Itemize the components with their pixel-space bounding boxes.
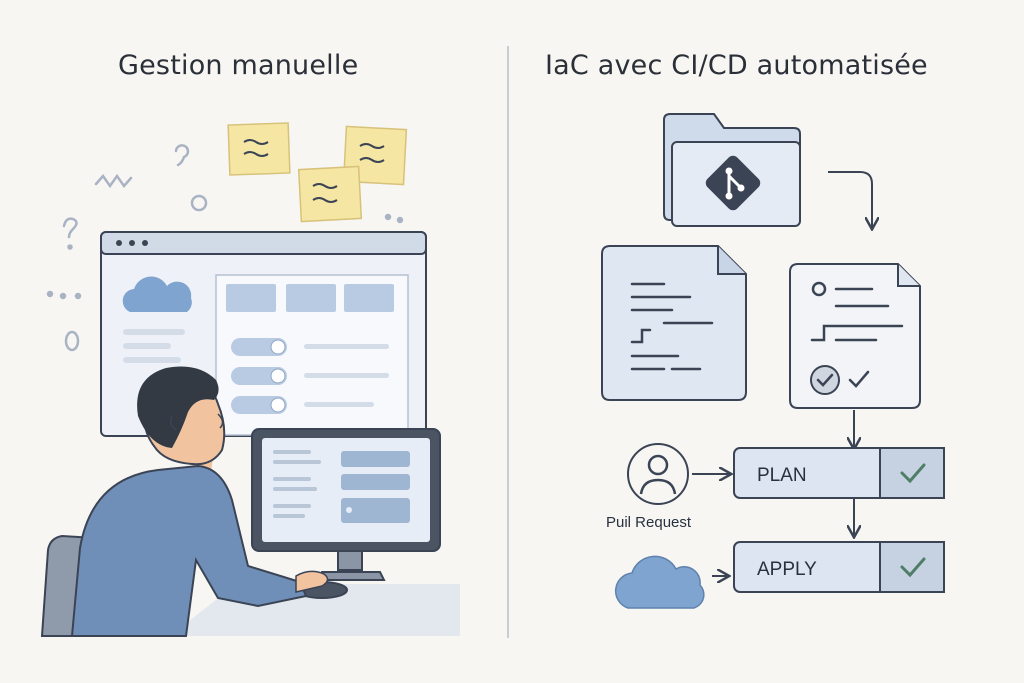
check-icon (900, 557, 926, 578)
toggle-switch (231, 338, 287, 356)
plan-step-label: PLAN (757, 465, 807, 486)
cloud-icon (614, 555, 705, 609)
console-tile (226, 284, 276, 312)
panel-divider (507, 46, 509, 638)
dot-doodle (46, 290, 54, 298)
git-repository-folder (663, 113, 801, 227)
console-tile (286, 284, 336, 312)
flow-arrow (828, 171, 872, 228)
user-avatar-icon (627, 443, 689, 505)
monitor (251, 428, 441, 581)
git-branch-icon (705, 155, 761, 211)
sticky-note (227, 122, 291, 176)
check-icon (900, 463, 926, 484)
pull-request-label: Puil Request (606, 514, 692, 531)
pipeline-step-apply: APPLY (733, 541, 945, 593)
code-file-icon (601, 245, 747, 401)
question-doodle (62, 217, 78, 239)
right-panel-title: IaC avec CI/CD automatisée (545, 50, 928, 81)
validation-file-icon (789, 263, 921, 409)
person (70, 366, 329, 637)
toggle-switch (231, 367, 287, 385)
left-panel-title: Gestion manuelle (118, 50, 359, 81)
squiggle-doodle (94, 173, 133, 189)
apply-step-label: APPLY (757, 559, 817, 580)
check-icon (848, 370, 870, 388)
cloud-icon (122, 276, 192, 312)
zero-doodle (64, 330, 80, 352)
small-circle-doodle (190, 194, 208, 212)
pipeline-step-plan: PLAN (733, 447, 945, 499)
doodles (46, 144, 404, 352)
sticky-note (297, 165, 363, 223)
manual-management-illustration (40, 122, 460, 637)
toggle-switch (231, 396, 287, 414)
spiral-doodle (174, 144, 190, 167)
check-circle-icon (810, 365, 840, 395)
console-tile (344, 284, 394, 312)
